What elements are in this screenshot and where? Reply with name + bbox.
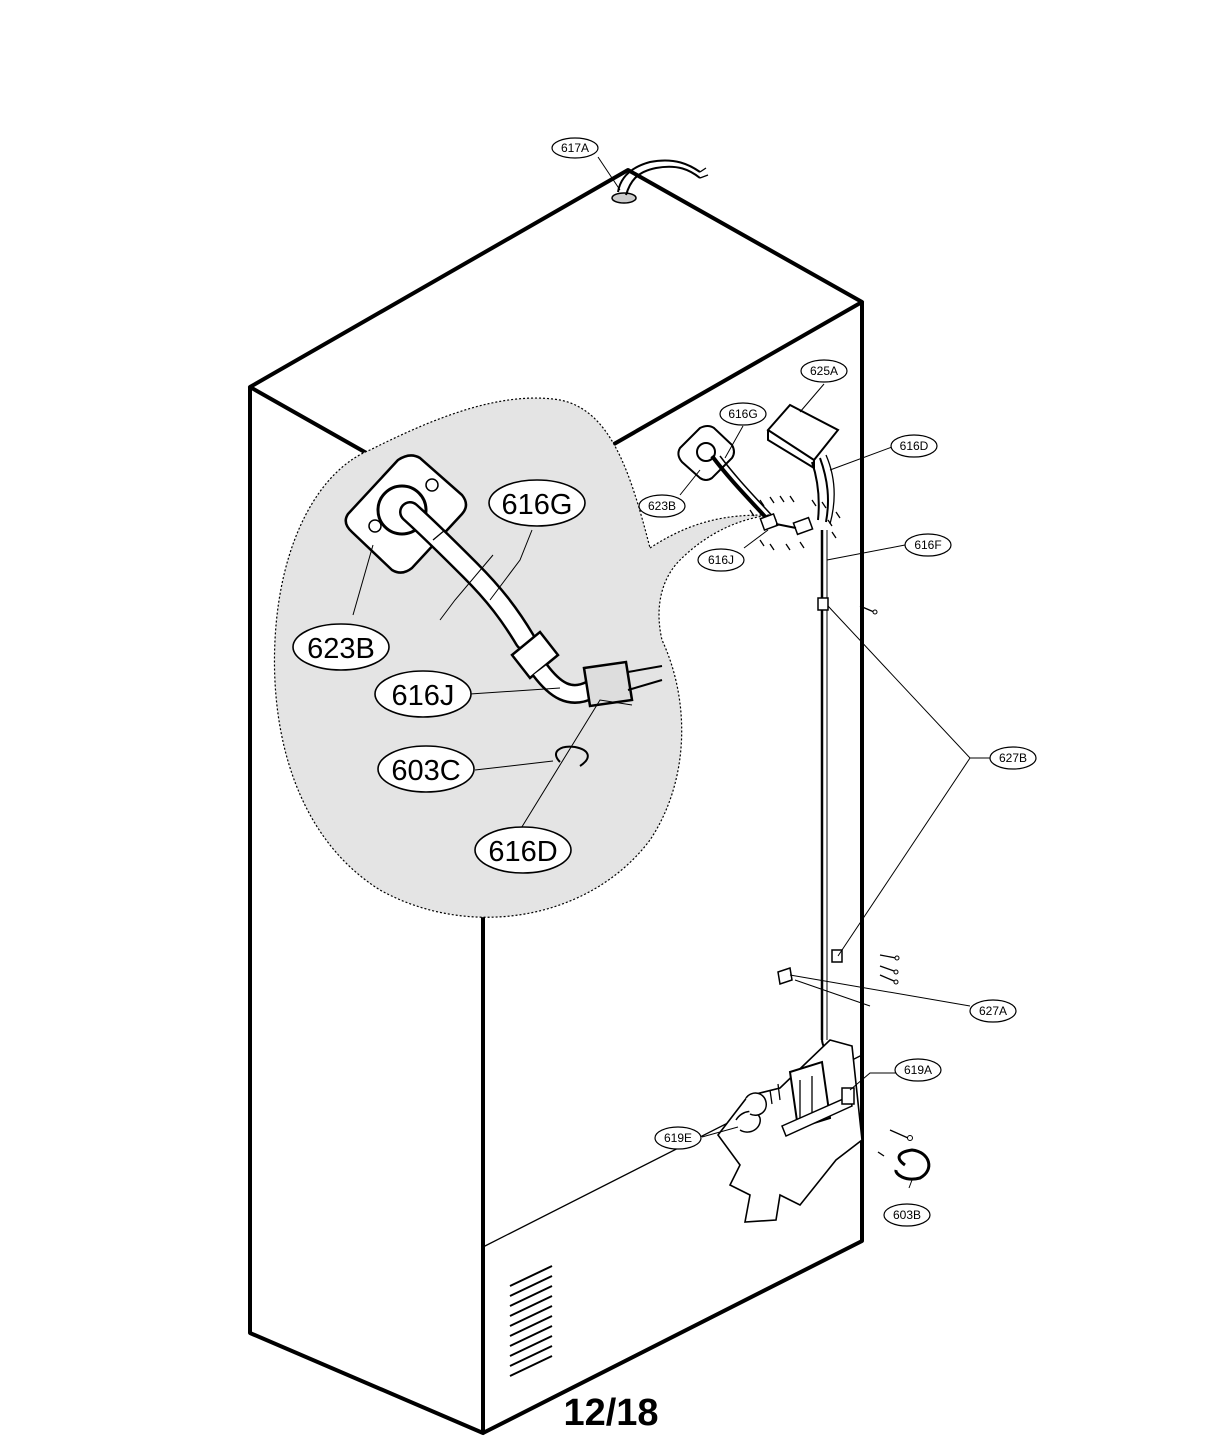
label-616D-big: 616D (474, 826, 572, 874)
label-619E: 619E (654, 1126, 702, 1150)
label-616J-big: 616J (374, 670, 472, 718)
svg-text:623B: 623B (307, 633, 375, 665)
svg-text:603B: 603B (893, 1208, 921, 1222)
svg-text:619E: 619E (664, 1131, 692, 1145)
svg-text:623B: 623B (648, 499, 676, 513)
power-cord-icon (611, 159, 709, 204)
label-625A: 625A (800, 359, 848, 383)
label-616D-small: 616D (890, 434, 938, 458)
svg-text:617A: 617A (561, 141, 589, 155)
svg-text:616J: 616J (708, 553, 734, 567)
svg-text:619A: 619A (904, 1063, 932, 1077)
connector-fitting-icon (510, 630, 663, 708)
label-616G-big: 616G (488, 479, 586, 527)
label-627A: 627A (969, 999, 1017, 1023)
label-623B-big: 623B (292, 623, 390, 671)
label-603C-big: 603C (377, 745, 475, 793)
water-line-assembly (677, 403, 900, 1090)
leader-lines (352, 156, 990, 1189)
label-623B-small: 623B (638, 494, 686, 518)
label-603B: 603B (883, 1203, 931, 1227)
svg-text:616G: 616G (728, 407, 757, 421)
label-616J-small: 616J (697, 548, 745, 572)
svg-text:616F: 616F (914, 538, 941, 552)
water-tube-icon (399, 501, 536, 651)
svg-text:616D: 616D (488, 836, 557, 868)
svg-text:625A: 625A (810, 364, 838, 378)
label-616G-small: 616G (719, 402, 767, 426)
pump-assembly (716, 1039, 931, 1223)
svg-text:616G: 616G (502, 489, 573, 521)
svg-text:627A: 627A (979, 1004, 1007, 1018)
svg-text:616J: 616J (392, 680, 455, 712)
label-617A: 617A (551, 137, 599, 159)
svg-text:627B: 627B (999, 751, 1027, 765)
label-627B: 627B (989, 746, 1037, 770)
svg-text:603C: 603C (391, 755, 460, 787)
page-number: 12/18 (563, 1392, 659, 1434)
vent-grille (509, 1265, 553, 1377)
label-619A: 619A (894, 1058, 942, 1082)
svg-text:616D: 616D (900, 439, 929, 453)
label-616F: 616F (904, 533, 952, 557)
clip-ring-icon (555, 745, 589, 767)
